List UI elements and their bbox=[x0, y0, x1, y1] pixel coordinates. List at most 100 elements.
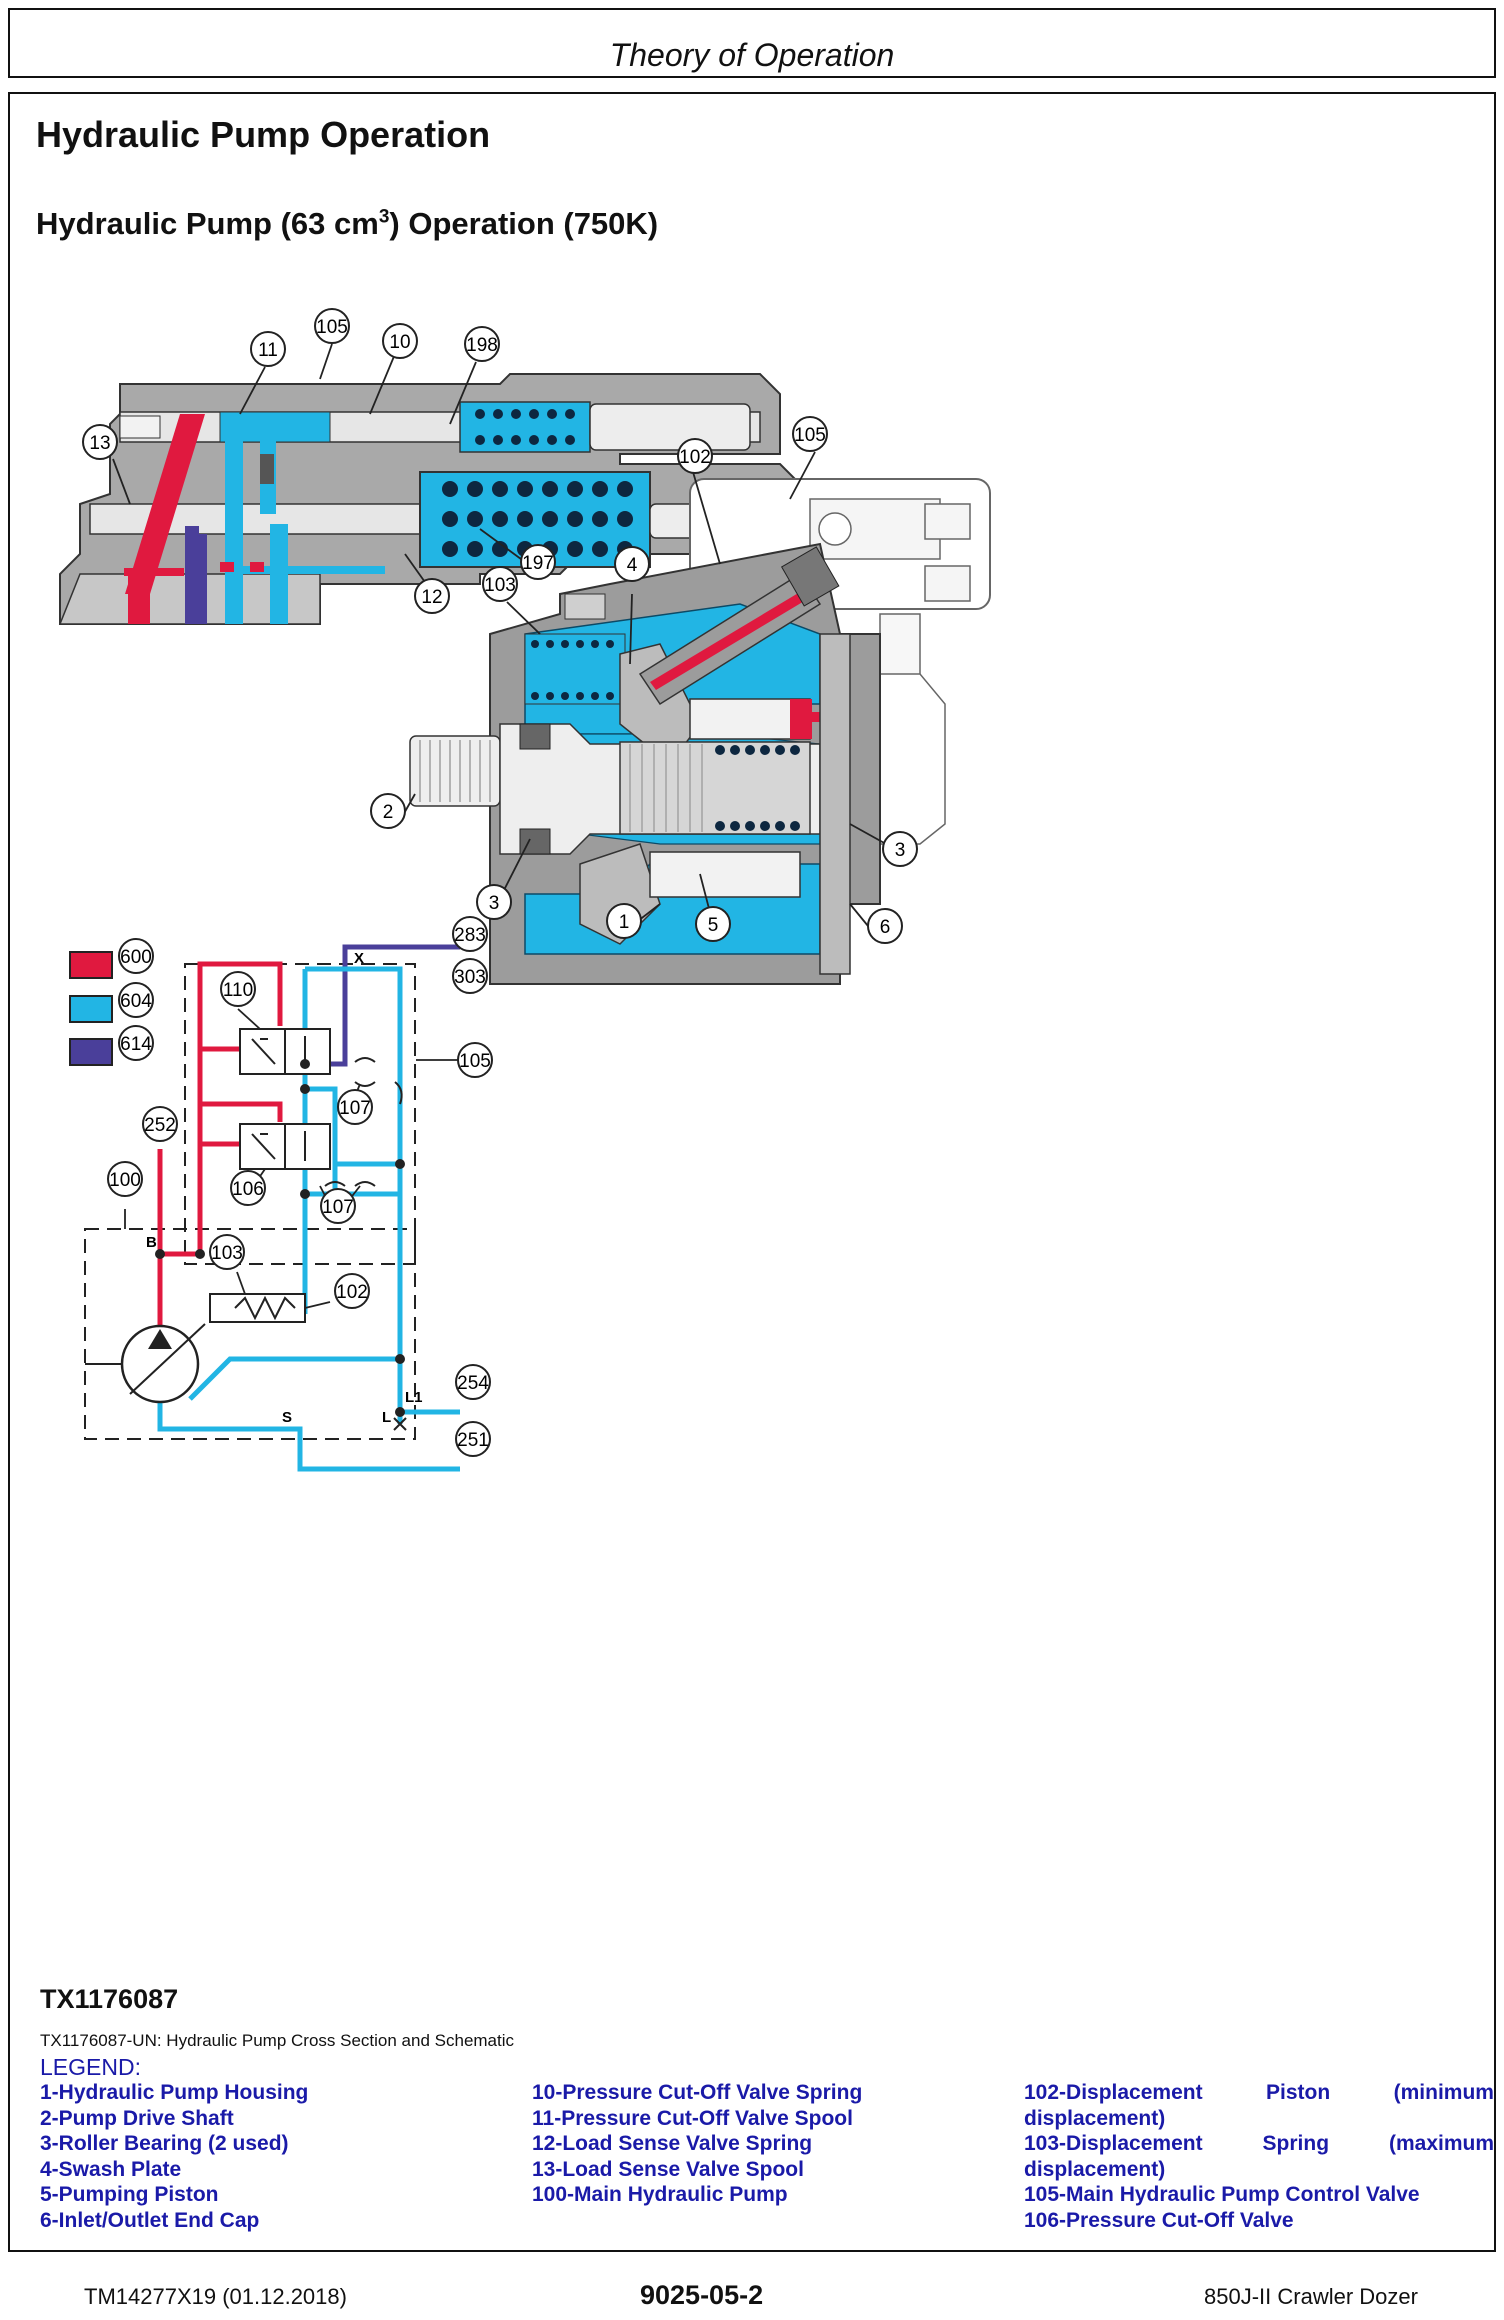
control-valve-section bbox=[58, 373, 801, 625]
callout: 1 bbox=[606, 903, 642, 939]
callout: 100 bbox=[107, 1161, 143, 1197]
page-header: Theory of Operation bbox=[8, 8, 1496, 78]
legend-item: displacement) bbox=[1024, 2106, 1166, 2130]
legend-title: LEGEND: bbox=[40, 2054, 141, 2080]
legend-item: 6-Inlet/Outlet End Cap bbox=[40, 2208, 260, 2232]
footer-machine: 850J-II Crawler Dozer bbox=[1204, 2284, 1418, 2309]
port-x: X bbox=[354, 950, 364, 967]
port-s: S bbox=[282, 1409, 292, 1426]
svg-text:13: 13 bbox=[89, 433, 110, 454]
legend: 1-Hydraulic Pump Housing 2-Pump Drive Sh… bbox=[40, 2080, 1494, 2232]
svg-text:12: 12 bbox=[421, 587, 442, 608]
color-key bbox=[69, 951, 113, 1066]
svg-text:2: 2 bbox=[383, 802, 394, 823]
leader-lines bbox=[112, 343, 887, 1309]
swatch-label: 614 bbox=[118, 1025, 154, 1061]
figure-id: TX1176087 bbox=[40, 1984, 179, 2014]
legend-item: 10-Pressure Cut-Off Valve Spring bbox=[532, 2081, 863, 2104]
svg-text:106: 106 bbox=[232, 1179, 264, 1200]
svg-text:197: 197 bbox=[522, 553, 554, 574]
legend-item: 100-Main Hydraulic Pump bbox=[532, 2183, 788, 2207]
callout: 251 bbox=[455, 1421, 491, 1457]
footer-doc-id: TM14277X19 (01.12.2018) bbox=[84, 2284, 347, 2309]
legend-item: displacement) bbox=[1024, 2157, 1166, 2181]
svg-text:3: 3 bbox=[489, 893, 500, 914]
figure-caption: TX1176087-UN: Hydraulic Pump Cross Secti… bbox=[40, 2031, 515, 2050]
callout: 107 bbox=[320, 1188, 356, 1224]
svg-text:105: 105 bbox=[794, 425, 826, 446]
legend-item: 1-Hydraulic Pump Housing bbox=[40, 2081, 309, 2104]
callouts: 105 10 198 11 13 12 197 102 105 4 103 2 … bbox=[82, 308, 918, 1457]
swatch-label: 604 bbox=[118, 982, 154, 1018]
legend-item: 13-Load Sense Valve Spool bbox=[532, 2157, 804, 2181]
legend-column-1: 1-Hydraulic Pump Housing 2-Pump Drive Sh… bbox=[40, 2080, 308, 2234]
callout: 11 bbox=[250, 331, 286, 367]
callout: 303 bbox=[452, 958, 488, 994]
callout: 4 bbox=[614, 546, 650, 582]
svg-text:103: 103 bbox=[484, 575, 516, 596]
legend-item: 105-Main Hydraulic Pump Control Valve bbox=[1024, 2183, 1420, 2207]
callout: 105 bbox=[457, 1042, 493, 1078]
svg-text:614: 614 bbox=[120, 1034, 152, 1055]
svg-text:110: 110 bbox=[223, 980, 253, 1001]
legend-item: 12-Load Sense Valve Spring bbox=[532, 2132, 813, 2156]
callout: 3 bbox=[476, 884, 512, 920]
svg-text:3: 3 bbox=[895, 840, 906, 861]
section-title: Hydraulic Pump Operation bbox=[36, 114, 491, 155]
svg-text:600: 600 bbox=[120, 947, 152, 968]
svg-text:198: 198 bbox=[466, 335, 498, 356]
callout: 103 bbox=[209, 1234, 245, 1270]
svg-text:303: 303 bbox=[454, 967, 486, 988]
callout: 252 bbox=[142, 1106, 178, 1142]
callout: 283 bbox=[452, 916, 488, 952]
hydraulic-schematic bbox=[84, 944, 460, 1472]
callout: 10 bbox=[382, 323, 418, 359]
svg-text:10: 10 bbox=[389, 332, 410, 353]
svg-text:283: 283 bbox=[454, 925, 486, 946]
svg-text:102: 102 bbox=[336, 1282, 368, 1303]
svg-text:604: 604 bbox=[120, 991, 152, 1012]
svg-text:4: 4 bbox=[627, 555, 638, 576]
legend-column-2: 10-Pressure Cut-Off Valve Spring 11-Pres… bbox=[532, 2080, 862, 2208]
header-title: Theory of Operation bbox=[609, 37, 895, 73]
svg-text:5: 5 bbox=[708, 915, 719, 936]
port-l: L bbox=[382, 1409, 391, 1426]
callout: 5 bbox=[695, 906, 731, 942]
port-b: B bbox=[146, 1234, 157, 1251]
callout: 6 bbox=[867, 908, 903, 944]
callout: 105 bbox=[314, 308, 350, 344]
legend-item: 106-Pressure Cut-Off Valve bbox=[1024, 2208, 1294, 2232]
callout: 3 bbox=[882, 831, 918, 867]
callout: 102 bbox=[334, 1273, 370, 1309]
legend-item: 11-Pressure Cut-Off Valve Spool bbox=[532, 2106, 853, 2130]
svg-text:251: 251 bbox=[457, 1430, 489, 1451]
svg-text:6: 6 bbox=[880, 917, 891, 938]
svg-text:100: 100 bbox=[109, 1170, 141, 1191]
svg-text:105: 105 bbox=[316, 317, 348, 338]
svg-text:102: 102 bbox=[679, 447, 711, 468]
legend-item: 4-Swash Plate bbox=[40, 2157, 182, 2181]
svg-text:11: 11 bbox=[258, 340, 278, 361]
callout: 103 bbox=[482, 566, 518, 602]
callout: 2 bbox=[370, 793, 406, 829]
port-l1: L1 bbox=[405, 1389, 423, 1406]
svg-text:103: 103 bbox=[211, 1243, 243, 1264]
callout: 106 bbox=[230, 1170, 266, 1206]
content-frame: Hydraulic Pump Operation Hydraulic Pump … bbox=[8, 92, 1496, 2252]
callout: 13 bbox=[82, 424, 118, 460]
callout: 254 bbox=[455, 1364, 491, 1400]
svg-text:254: 254 bbox=[457, 1373, 489, 1394]
callout: 197 bbox=[520, 544, 556, 580]
svg-text:107: 107 bbox=[339, 1098, 371, 1119]
callout: 102 bbox=[677, 438, 713, 474]
callout: 198 bbox=[464, 326, 500, 362]
legend-item: 5-Pumping Piston bbox=[40, 2183, 219, 2207]
section-subtitle: Hydraulic Pump (63 cm3) Operation (750K) bbox=[36, 206, 659, 241]
callout: 107 bbox=[337, 1089, 373, 1125]
footer-page-number: 9025-05-2 bbox=[640, 2280, 764, 2310]
callout: 105 bbox=[792, 416, 828, 452]
callout: 110 bbox=[220, 971, 256, 1007]
